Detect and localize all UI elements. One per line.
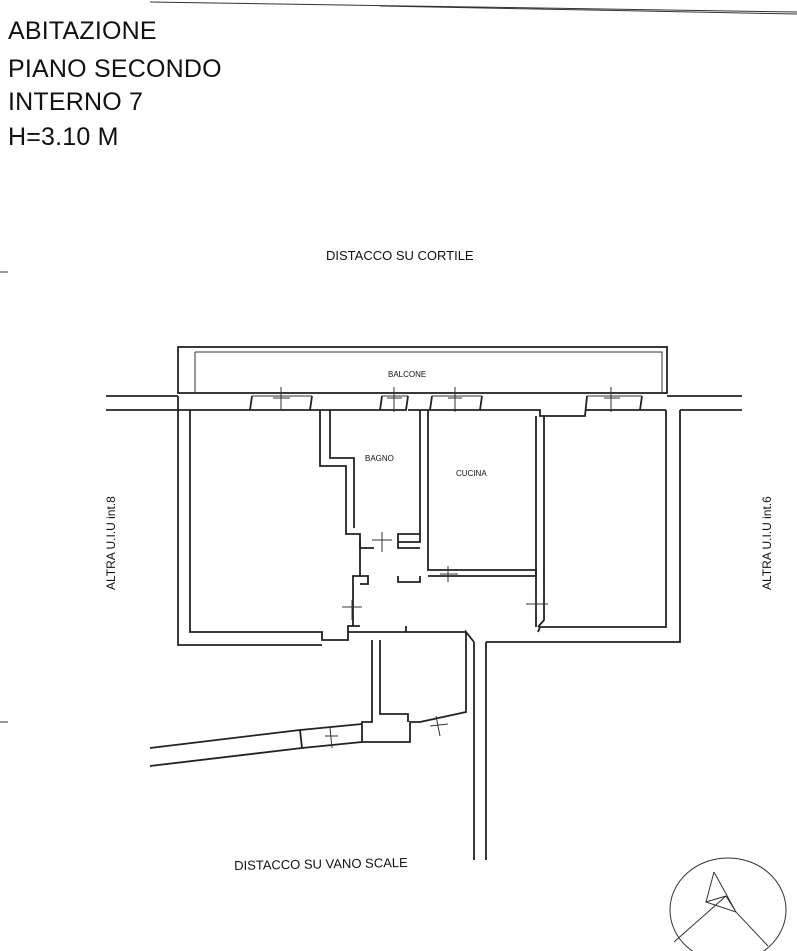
bathroom-label: BAGNO <box>365 454 394 463</box>
kitchen-label: CUCINA <box>456 469 487 478</box>
north-arrow-icon <box>669 857 787 951</box>
sheet-border <box>0 1 797 723</box>
apartment-walls <box>106 387 742 860</box>
title-line-unit: INTERNO 7 <box>8 88 144 116</box>
title-line-dwelling: ABITAZIONE <box>8 17 157 45</box>
adjacent-unit-right-label: ALTRA U.I.U int.6 <box>760 496 774 590</box>
adjacent-unit-left-label: ALTRA U.I.U int.8 <box>104 496 118 590</box>
title-line-height: H=3.10 M <box>8 123 119 151</box>
stairwell-side-label: DISTACCO SU VANO SCALE <box>234 854 408 873</box>
balcony-outline <box>177 346 668 394</box>
title-line-floor: PIANO SECONDO <box>8 55 222 83</box>
balcony-label: BALCONE <box>388 370 427 379</box>
courtyard-side-label: DISTACCO SU CORTILE <box>326 248 474 263</box>
